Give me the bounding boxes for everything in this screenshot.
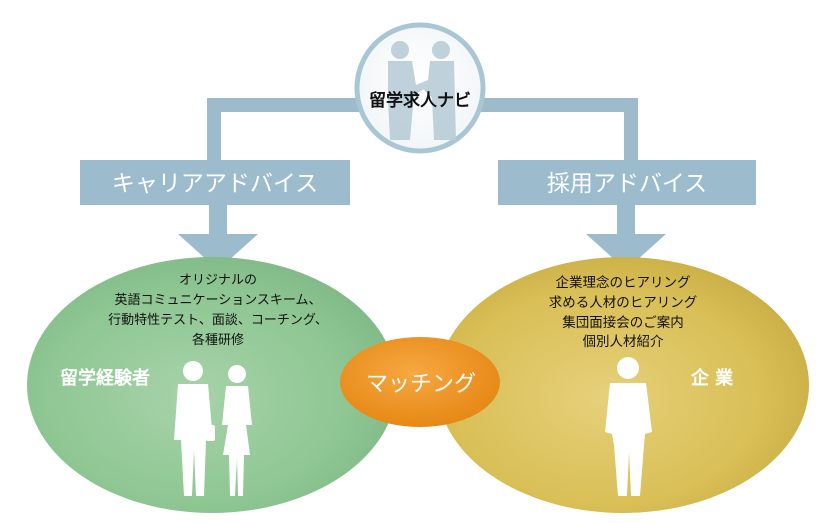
left-line-3: 行動特性テスト、面談、コーチング、 [108, 312, 328, 328]
right-line-1: 企業理念のヒアリング [556, 274, 691, 291]
branch-career-label: キャリアアドバイス [112, 171, 318, 197]
connector-vertical-right [624, 98, 638, 164]
center-node-matching: マッチング [340, 337, 500, 427]
branch-recruit-advice: 採用アドバイス [498, 160, 756, 205]
right-line-3: 集団面接会のご案内 [562, 314, 684, 331]
right-title: 企 業 [690, 367, 734, 389]
connector-horizontal-left [207, 98, 365, 112]
left-line-2: 英語コミュニケーションスキーム、 [114, 292, 321, 308]
arrow-down-right [586, 234, 666, 270]
connector-horizontal-right [475, 98, 638, 112]
arrow-down-left [178, 234, 258, 270]
left-title: 留学経験者 [60, 367, 150, 389]
left-line-1: オリジナルの [179, 273, 257, 288]
right-line-4: 個別人材紹介 [583, 334, 664, 350]
left-service-list: オリジナルの 英語コミュニケーションスキーム、 行動特性テスト、面談、コーチング… [108, 273, 328, 348]
center-label: マッチング [366, 372, 476, 397]
left-line-4: 各種研修 [192, 332, 244, 348]
right-line-2: 求める人材のヒアリング [549, 295, 698, 311]
connector-down-right [617, 200, 635, 238]
right-service-list: 企業理念のヒアリング 求める人材のヒアリング 集団面接会のご案内 個別人材紹介 [549, 274, 698, 350]
branch-career-advice: キャリアアドバイス [80, 160, 350, 205]
businesspeople-icon [174, 361, 252, 496]
branch-recruit-label: 採用アドバイス [547, 171, 707, 197]
left-node-candidates: オリジナルの 英語コミュニケーションスキーム、 行動特性テスト、面談、コーチング… [27, 257, 397, 513]
right-node-companies: 企業理念のヒアリング 求める人材のヒアリング 集団面接会のご案内 個別人材紹介 … [437, 257, 809, 513]
connector-down-left [209, 200, 227, 238]
handshake-icon [388, 41, 456, 140]
top-title: 留学求人ナビ [369, 90, 471, 111]
businessman-icon [605, 357, 652, 496]
top-node: 留学求人ナビ [354, 22, 486, 154]
connector-lines [178, 98, 666, 270]
connector-vertical-left [207, 98, 221, 164]
